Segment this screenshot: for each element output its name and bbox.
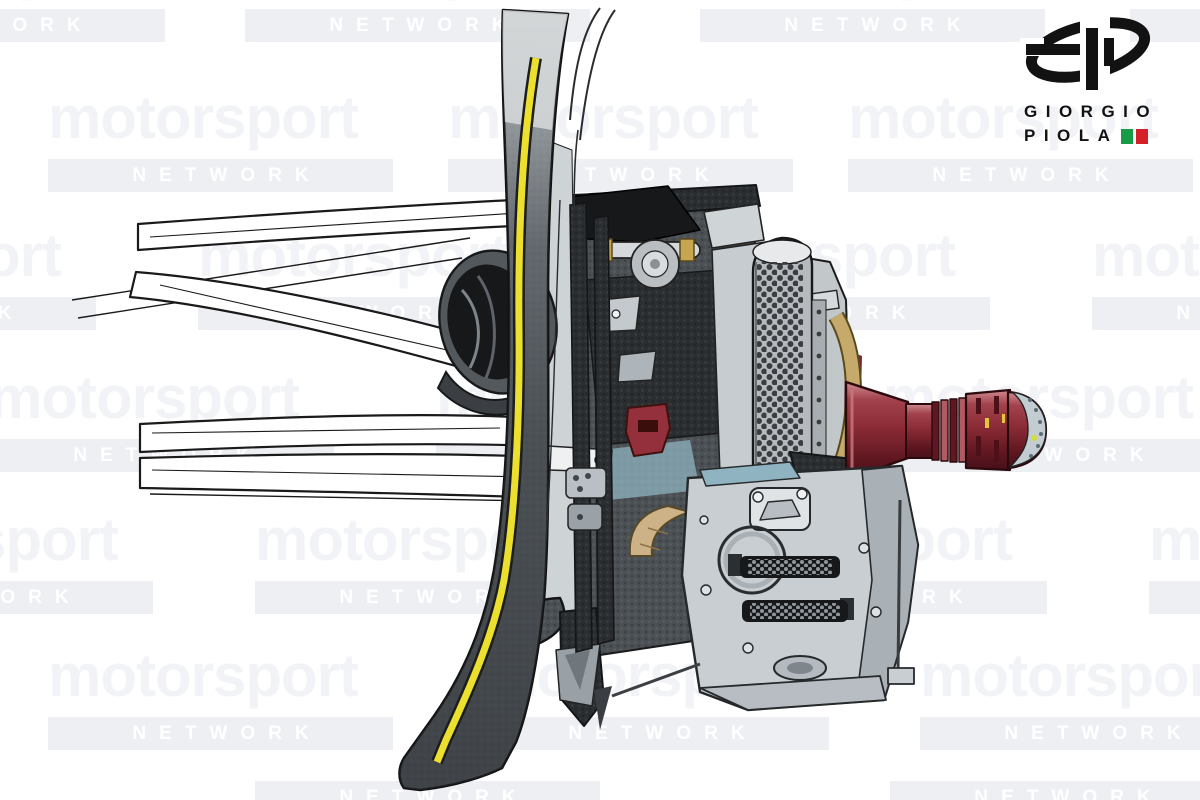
gp-monogram-icon	[1020, 16, 1151, 90]
watermark-network-box: NETWORK	[0, 9, 165, 42]
watermark-network-box: NETWORK	[255, 781, 600, 800]
aero-vane	[398, 7, 616, 792]
italian-flag-red	[1136, 128, 1149, 144]
watermark-brand-text: motorsport	[1092, 222, 1200, 289]
watermark-network-box: NETWORK	[848, 159, 1193, 192]
italian-flag-green	[1121, 128, 1134, 144]
watermark-network-box: NETWORK	[0, 581, 153, 614]
vane-yellow-stripe	[433, 57, 540, 764]
watermark-network-box: NETWORK	[1092, 297, 1200, 330]
wheel-axle	[844, 380, 1048, 482]
giorgio-piola-logo: GIORGIO PIOLA	[1002, 12, 1192, 148]
teal-insert	[699, 461, 801, 487]
watermark-unit: NETWORK	[255, 712, 600, 800]
watermark-network-box: NETWORK	[0, 297, 96, 330]
watermark-brand-text: motorsport	[0, 222, 62, 289]
watermark-brand-text: motorsport	[0, 364, 300, 431]
brake-drum-caliper	[611, 461, 920, 712]
watermark-network-box: NETWORK	[1149, 581, 1200, 614]
axle-yellow-mark	[985, 418, 989, 428]
watermark-network-box: NETWORK	[48, 159, 393, 192]
watermark-brand-text: motorsport	[448, 84, 759, 151]
sensor-rod	[896, 499, 902, 673]
watermark-network-box: NETWORK	[920, 717, 1200, 750]
watermark-brand-text: motorsport	[48, 84, 359, 151]
watermark-brand-text: motorsport	[920, 642, 1200, 709]
watermark-network-box: NETWORK	[48, 717, 393, 750]
cooling-mesh	[748, 559, 832, 575]
watermark-network-box: NETWORK	[890, 781, 1200, 800]
logo-name-line1: GIORGIO	[1024, 102, 1159, 121]
watermark-unit: NETWORK	[890, 712, 1200, 800]
watermark-brand-text: motorsport	[848, 84, 1159, 151]
watermark-brand-text: motorsport	[1149, 506, 1200, 573]
watermark-brand-text: motorsport	[0, 506, 119, 573]
logo-name-line2: PIOLA	[1024, 126, 1119, 145]
watermark-network-box: NETWORK	[700, 9, 1045, 42]
watermark-network-box: NETWORK	[484, 717, 829, 750]
upright-front-rails	[565, 202, 615, 654]
watermark-brand-text: motorsport	[48, 642, 359, 709]
